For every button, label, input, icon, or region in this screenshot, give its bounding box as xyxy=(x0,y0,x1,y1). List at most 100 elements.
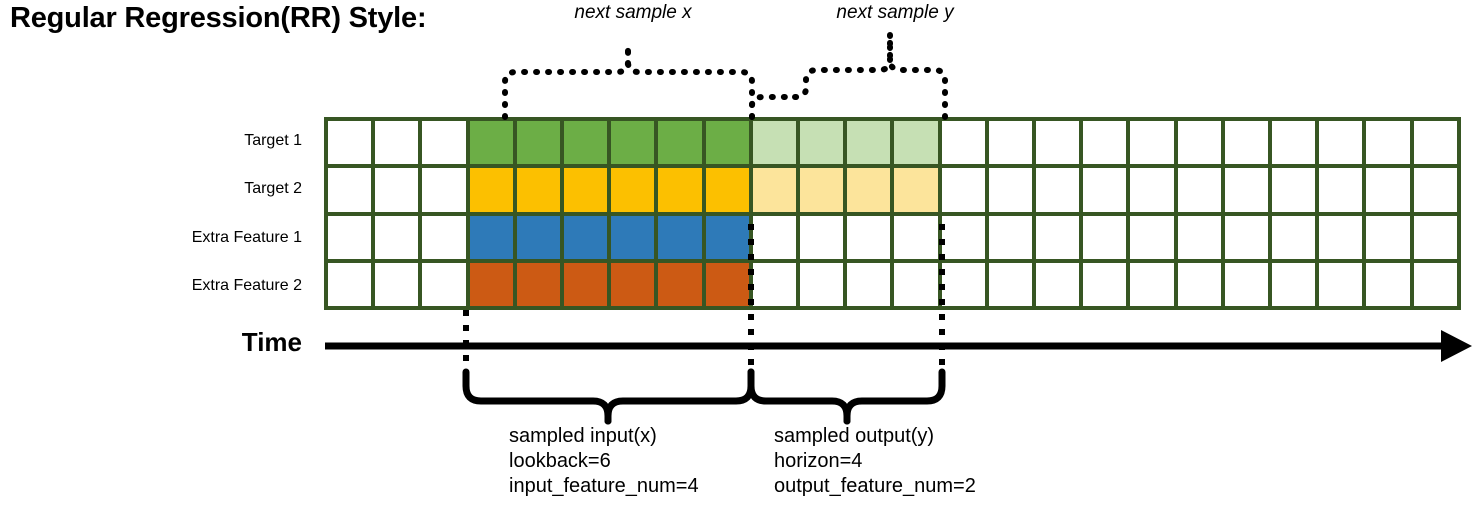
grid-cell xyxy=(658,215,702,259)
grid-cell xyxy=(516,121,561,165)
grid-cell xyxy=(1177,262,1221,306)
grid-cell xyxy=(1272,121,1316,165)
grid-cell xyxy=(375,121,419,165)
grid-cell xyxy=(1130,262,1174,306)
grid-cell xyxy=(328,121,372,165)
sampled-output-note: sampled output(y) horizon=4 output_featu… xyxy=(774,424,976,499)
row-label-extra-feature-2: Extra Feature 2 xyxy=(0,262,312,310)
grid-cell xyxy=(1036,262,1080,306)
grid-cell xyxy=(894,262,938,306)
grid-cell xyxy=(988,262,1033,306)
grid-cell xyxy=(611,262,655,306)
grid-cell xyxy=(752,121,797,165)
grid-row-extra-feature-1 xyxy=(328,215,1457,259)
grid-cell xyxy=(941,168,985,212)
grid-cell xyxy=(1413,121,1457,165)
timeseries-grid xyxy=(324,117,1461,310)
grid-cell xyxy=(1083,215,1127,259)
sampled-output-horizon: horizon=4 xyxy=(774,450,863,472)
grid-cell xyxy=(469,121,513,165)
grid-cell xyxy=(564,215,608,259)
next-sample-x-brace xyxy=(502,41,755,120)
grid-cell xyxy=(564,168,608,212)
grid-cell xyxy=(328,215,372,259)
grid-cell xyxy=(1366,168,1410,212)
grid-cell xyxy=(328,262,372,306)
grid-cell xyxy=(611,168,655,212)
grid-cell xyxy=(1083,168,1127,212)
grid-row-target-1 xyxy=(328,121,1457,165)
grid-cell xyxy=(564,262,608,306)
grid-cell xyxy=(469,262,513,306)
row-label-column: Target 1 Target 2 Extra Feature 1 Extra … xyxy=(0,117,312,310)
sampled-output-feature-num: output_feature_num=2 xyxy=(774,475,976,497)
grid-cell xyxy=(469,215,513,259)
grid-cell xyxy=(516,215,561,259)
arrowhead-icon xyxy=(1441,330,1472,362)
grid-cell xyxy=(328,168,372,212)
grid-cell xyxy=(422,121,466,165)
grid-cell xyxy=(611,215,655,259)
sampled-output-title: sampled output(y) xyxy=(774,425,935,447)
grid-cell xyxy=(752,215,797,259)
grid-cell xyxy=(658,262,702,306)
grid-cell xyxy=(988,168,1033,212)
row-label-text: Extra Feature 1 xyxy=(191,229,302,246)
sampled-input-title: sampled input(x) xyxy=(509,425,657,447)
grid-cell xyxy=(658,121,702,165)
grid-row-extra-feature-2 xyxy=(328,262,1457,306)
grid-cell xyxy=(516,262,561,306)
grid-cell xyxy=(988,121,1033,165)
grid-cell xyxy=(658,168,702,212)
grid-cell xyxy=(1036,121,1080,165)
grid-cell xyxy=(1224,262,1269,306)
grid-cell xyxy=(1083,262,1127,306)
grid-cell xyxy=(1177,121,1221,165)
sampled-input-note: sampled input(x) lookback=6 input_featur… xyxy=(509,424,699,499)
next-sample-x-label: next sample x xyxy=(574,2,692,23)
row-label-text: Target 2 xyxy=(244,180,302,197)
grid-cell xyxy=(847,121,891,165)
grid-cell xyxy=(1036,215,1080,259)
grid-cell xyxy=(1083,121,1127,165)
grid-cell xyxy=(375,168,419,212)
grid-cell xyxy=(800,121,844,165)
grid-cell xyxy=(422,168,466,212)
grid-cell xyxy=(705,168,749,212)
grid-cell xyxy=(847,262,891,306)
grid-cell xyxy=(1366,121,1410,165)
grid-cell xyxy=(705,215,749,259)
next-sample-y-label: next sample y xyxy=(836,2,954,23)
grid-cell xyxy=(469,168,513,212)
grid-cell xyxy=(752,168,797,212)
grid-cell xyxy=(1319,168,1363,212)
grid-cell xyxy=(1413,262,1457,306)
grid-cell xyxy=(1177,215,1221,259)
grid-cell xyxy=(941,121,985,165)
grid-cell xyxy=(894,168,938,212)
page-title: Regular Regression(RR) Style: xyxy=(10,2,427,34)
grid-cell xyxy=(1413,215,1457,259)
sampled-input-lookback: lookback=6 xyxy=(509,450,611,472)
grid-cell xyxy=(375,262,419,306)
grid-cell xyxy=(1036,168,1080,212)
grid-cell xyxy=(1224,121,1269,165)
grid-cell xyxy=(1272,215,1316,259)
grid-cell xyxy=(800,215,844,259)
grid-cell xyxy=(941,215,985,259)
grid-cell xyxy=(1366,215,1410,259)
row-label-text: Extra Feature 2 xyxy=(191,277,302,294)
time-axis-arrow xyxy=(325,330,1472,362)
grid-cell xyxy=(1130,215,1174,259)
grid-cell xyxy=(705,121,749,165)
grid-cell xyxy=(1272,168,1316,212)
grid-cell xyxy=(988,215,1033,259)
row-label-target-2: Target 2 xyxy=(0,165,312,213)
grid-cell xyxy=(705,262,749,306)
grid-cell xyxy=(1177,168,1221,212)
grid-cell xyxy=(1319,262,1363,306)
grid-cell xyxy=(1224,168,1269,212)
row-label-target-1: Target 1 xyxy=(0,117,312,165)
grid-cell xyxy=(422,262,466,306)
